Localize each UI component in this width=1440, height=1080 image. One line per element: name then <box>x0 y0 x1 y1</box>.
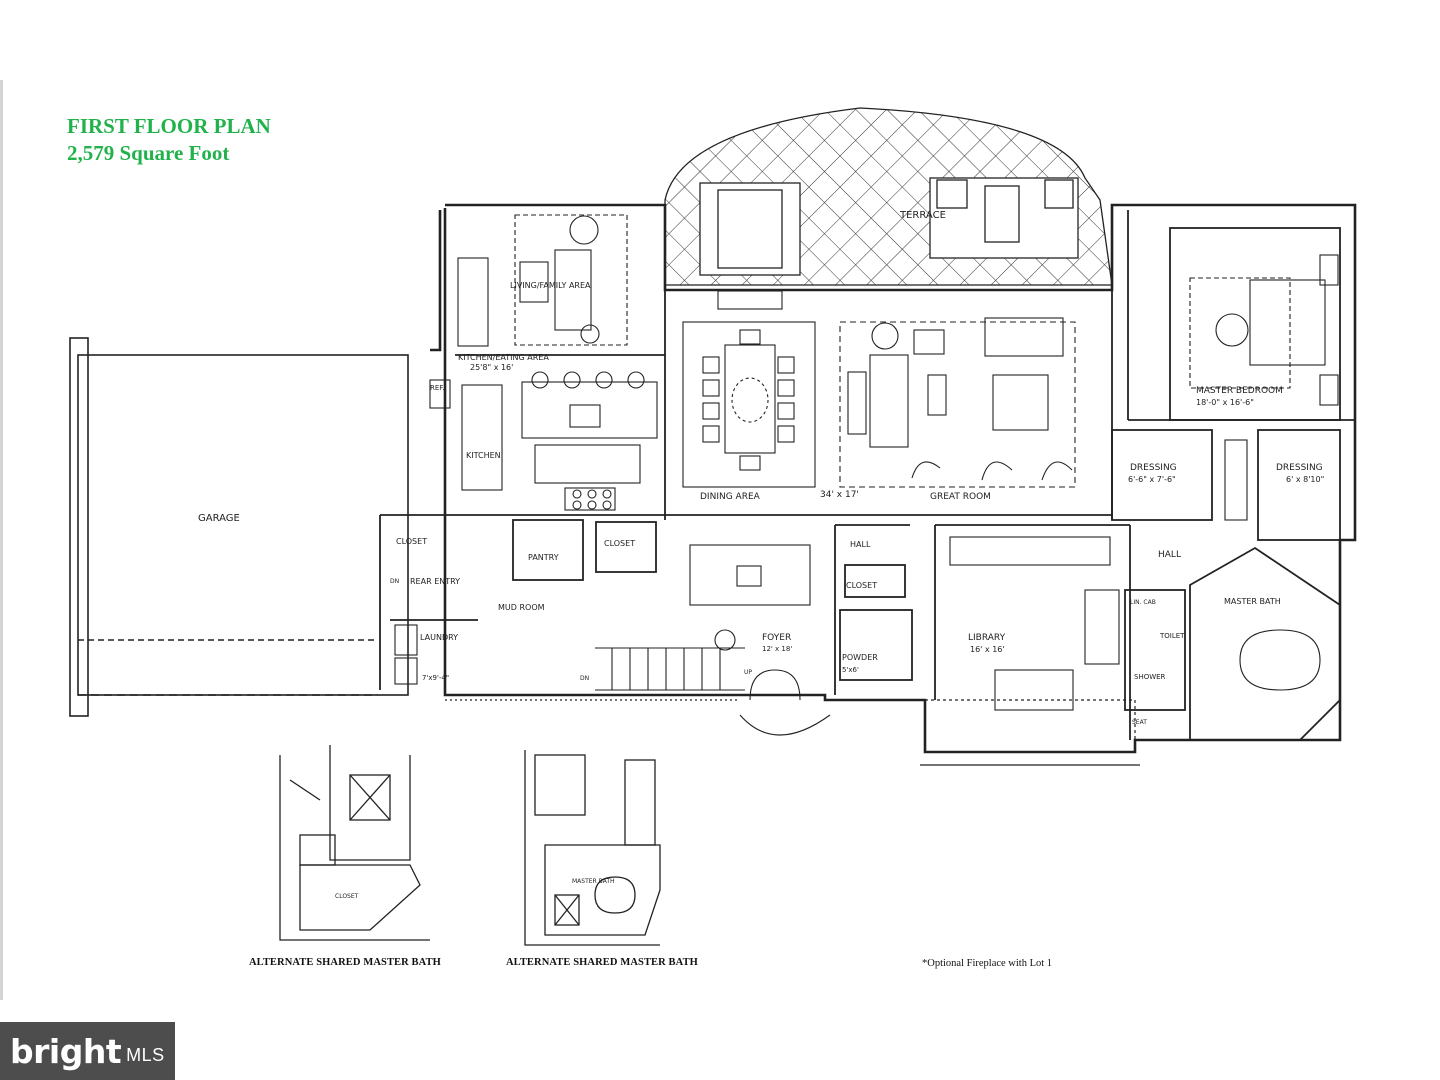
label-garage: GARAGE <box>198 513 240 524</box>
inset-label-closet: CLOSET <box>335 893 359 900</box>
label-rear-entry: REAR ENTRY <box>410 577 460 586</box>
label-shower: SHOWER <box>1134 673 1166 681</box>
alternate-bath-plan-2 <box>524 750 661 946</box>
label-terrace: TERRACE <box>899 210 946 221</box>
label-dressing-left-dim: 6'-6" x 7'-6" <box>1128 475 1176 484</box>
label-dn-2: DN <box>390 578 399 585</box>
label-living-area: LIVING/FAMILY AREA <box>510 281 591 290</box>
terrace <box>664 107 1113 286</box>
label-ref: REF. <box>430 384 444 392</box>
inset-label-master-bath: MASTER BATH <box>572 878 615 885</box>
label-hall-2: HALL <box>1158 550 1181 560</box>
label-dn: DN <box>580 675 589 682</box>
bright-mls-watermark: bright MLS <box>0 1022 175 1080</box>
plan-title-block: FIRST FLOOR PLAN 2,579 Square Foot <box>67 113 271 167</box>
label-up: UP <box>744 669 752 676</box>
alternate-bath-plan-1 <box>279 745 430 941</box>
label-library-dim: 16' x 16' <box>970 645 1005 654</box>
label-kitchen-eating-dim: 25'8" x 16' <box>470 363 513 372</box>
label-laundry-dim: 7'x9'-4" <box>422 674 449 682</box>
label-laundry: LAUNDRY <box>420 633 458 642</box>
caption-alternate-bath-2: ALTERNATE SHARED MASTER BATH <box>506 957 698 968</box>
sheet-edge <box>0 80 3 1000</box>
label-toilet: TOILET <box>1159 632 1185 640</box>
furniture <box>394 214 1339 736</box>
label-closet-1: CLOSET <box>396 537 427 546</box>
interior-walls <box>379 210 1355 741</box>
label-powder-dim: 5'x6' <box>842 666 859 674</box>
label-powder: POWDER <box>842 653 878 662</box>
label-dressing-right: DRESSING <box>1276 463 1323 473</box>
house-outline <box>430 203 1357 754</box>
caption-alternate-bath-1: ALTERNATE SHARED MASTER BATH <box>249 957 441 968</box>
label-master-bedroom: MASTER BEDROOM <box>1196 386 1283 396</box>
label-hall-1: HALL <box>850 540 871 549</box>
label-master-bath: MASTER BATH <box>1224 597 1281 606</box>
front-bays <box>445 699 1140 766</box>
label-master-bedroom-dim: 18'-0" x 16'-6" <box>1196 398 1254 407</box>
label-foyer-dim: 12' x 18' <box>762 645 792 653</box>
plan-title: FIRST FLOOR PLAN <box>67 114 271 138</box>
label-dressing-right-dim: 6' x 8'10" <box>1286 475 1324 484</box>
label-great-room: GREAT ROOM <box>930 492 991 502</box>
fireplace-note: *Optional Fireplace with Lot 1 <box>922 958 1053 969</box>
mls-logo-text: MLS <box>126 1045 165 1065</box>
label-lin-cab: LIN. CAB <box>1130 599 1156 606</box>
label-dressing-left: DRESSING <box>1130 463 1177 473</box>
label-dining-area: DINING AREA <box>700 492 761 502</box>
label-foyer: FOYER <box>762 633 791 643</box>
label-seat: SEAT <box>1132 719 1147 726</box>
garage <box>69 337 409 717</box>
label-mud-room: MUD ROOM <box>498 603 545 612</box>
label-library: LIBRARY <box>968 633 1006 643</box>
label-closet-3: CLOSET <box>846 581 877 590</box>
label-dining-dim: 34' x 17' <box>820 490 859 500</box>
label-kitchen-eating: KITCHEN/EATING AREA <box>458 353 549 362</box>
label-pantry: PANTRY <box>528 553 559 562</box>
plan-area: 2,579 Square Foot <box>67 141 230 165</box>
label-kitchen: KITCHEN <box>466 451 501 460</box>
label-closet-2: CLOSET <box>604 539 635 548</box>
bright-logo: bright <box>10 1031 122 1071</box>
